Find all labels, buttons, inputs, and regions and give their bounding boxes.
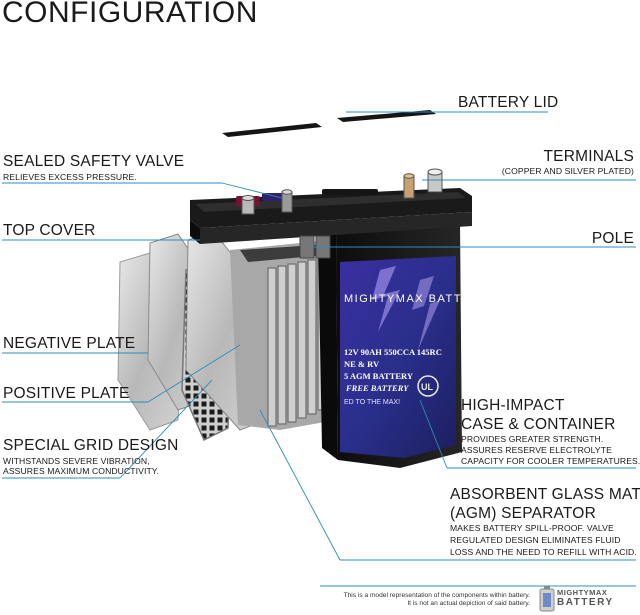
label-battery-lid: BATTERY LID (458, 94, 558, 112)
battery-lid (222, 110, 436, 137)
label-spec: 12V 90AH 550CCA 145RC (344, 347, 442, 357)
label-case-sub-3: CAPACITY FOR COOLER TEMPERATURES. (461, 456, 640, 467)
label-line3: 5 AGM BATTERY (344, 371, 413, 381)
label-case-line2: CASE & CONTAINER (461, 416, 616, 434)
footer-disclaimer: This is a model representation of the co… (330, 592, 530, 608)
battery-icon (539, 586, 555, 612)
label-grid-sub-2: ASSURES MAXIMUM CONDUCTIVITY. (3, 466, 159, 477)
label-brand: MIGHTYMAX BATTERY (344, 293, 489, 305)
brand-top: MIGHTYMAX (557, 588, 607, 597)
label-negative-plate: NEGATIVE PLATE (3, 335, 135, 353)
label-case-sub-2: ASSURES RESERVE ELECTROLYTE (461, 445, 612, 456)
label-line4: FREE BATTERY (345, 383, 409, 393)
label-agm-line1: ABSORBENT GLASS MAT (450, 486, 640, 504)
label-pole: POLE (560, 230, 634, 248)
label-sealed-safety-valve-sub: RELIEVES EXCESS PRESSURE. (3, 172, 137, 183)
label-positive-plate: POSITIVE PLATE (3, 385, 130, 403)
label-agm-sub-3: LOSS AND THE NEED TO REFILL WITH ACID. (450, 547, 637, 558)
label-sealed-safety-valve: SEALED SAFETY VALVE (3, 153, 184, 171)
label-terminals: TERMINALS (460, 148, 634, 166)
label-terminals-sub: (COPPER AND SILVER PLATED) (430, 166, 634, 177)
label-cert: UL (421, 382, 433, 392)
footer-line-2: It is not an actual depiction of said ba… (330, 600, 530, 608)
footer-line-1: This is a model representation of the co… (330, 592, 530, 600)
label-special-grid-design: SPECIAL GRID DESIGN (3, 437, 179, 455)
brand-logo: MIGHTYMAX BATTERY (537, 585, 637, 613)
label-case-sub-1: PROVIDES GREATER STRENGTH. (461, 434, 603, 445)
brand-bottom: BATTERY (557, 597, 614, 608)
label-line5: ED TO THE MAX! (344, 399, 400, 406)
label-agm-line2: (AGM) SEPARATOR (450, 505, 596, 523)
label-line2: NE & RV (344, 359, 380, 369)
label-case-line1: HIGH-IMPACT (461, 397, 565, 415)
label-agm-sub-2: REGULATED DESIGN ELIMINATES FLUID (450, 535, 621, 546)
label-top-cover: TOP COVER (3, 222, 96, 240)
label-agm-sub-1: MAKES BATTERY SPILL-PROOF. VALVE (450, 523, 614, 534)
